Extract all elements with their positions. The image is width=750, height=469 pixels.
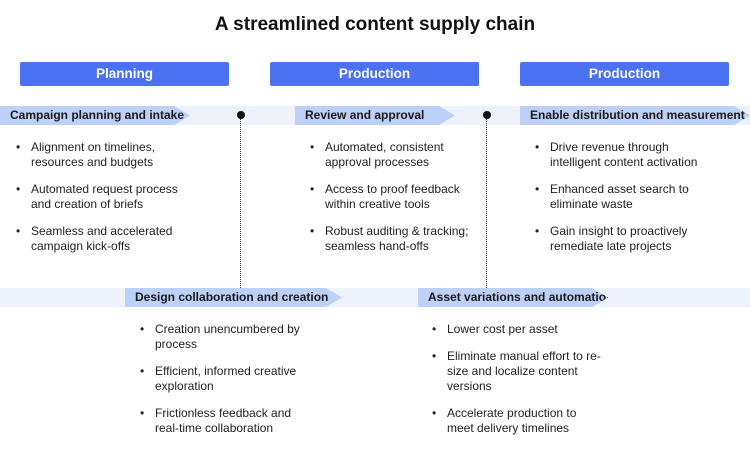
list-item: Eliminate manual effort to re-size and l… <box>432 349 602 394</box>
connector-line-1 <box>240 119 241 288</box>
list-item: Accelerate production to meet delivery t… <box>432 406 602 436</box>
list-design-collaboration: Creation unencumbered by process Efficie… <box>140 322 310 448</box>
connector-line-2 <box>486 119 487 288</box>
list-item: Gain insight to proactively remediate la… <box>535 224 710 254</box>
list-item: Enhanced asset search to eliminate waste <box>535 182 710 212</box>
list-item: Drive revenue through intelligent conten… <box>535 140 710 170</box>
stage-design-collaboration: Design collaboration and creation <box>125 288 342 307</box>
list-distribution-measurement: Drive revenue through intelligent conten… <box>535 140 710 266</box>
list-item: Automated, consistent approval processes <box>310 140 480 170</box>
connector-dot-1 <box>237 111 245 119</box>
list-item: Creation unencumbered by process <box>140 322 310 352</box>
list-item: Alignment on timelines, resources and bu… <box>16 140 186 170</box>
stage-campaign-planning: Campaign planning and intake <box>0 106 190 125</box>
list-item: Robust auditing & tracking; seamless han… <box>310 224 480 254</box>
list-item: Access to proof feedback within creative… <box>310 182 480 212</box>
list-item: Efficient, informed creative exploration <box>140 364 310 394</box>
list-item: Frictionless feedback and real-time coll… <box>140 406 310 436</box>
bottom-band <box>0 288 750 307</box>
connector-dot-2 <box>483 111 491 119</box>
stage-distribution-measurement: Enable distribution and measurement <box>520 106 750 125</box>
stage-review-approval: Review and approval <box>295 106 455 125</box>
list-item: Automated request process and creation o… <box>16 182 186 212</box>
diagram-title: A streamlined content supply chain <box>214 14 536 35</box>
list-campaign-planning: Alignment on timelines, resources and bu… <box>16 140 186 266</box>
list-item: Lower cost per asset <box>432 322 602 337</box>
header-planning: Planning <box>20 62 229 86</box>
list-review-approval: Automated, consistent approval processes… <box>310 140 480 266</box>
header-production-1: Production <box>270 62 479 86</box>
header-production-2: Production <box>520 62 729 86</box>
list-item: Seamless and accelerated campaign kick-o… <box>16 224 186 254</box>
list-asset-variations: Lower cost per asset Eliminate manual ef… <box>432 322 602 448</box>
stage-asset-variations: Asset variations and automation <box>418 288 608 307</box>
